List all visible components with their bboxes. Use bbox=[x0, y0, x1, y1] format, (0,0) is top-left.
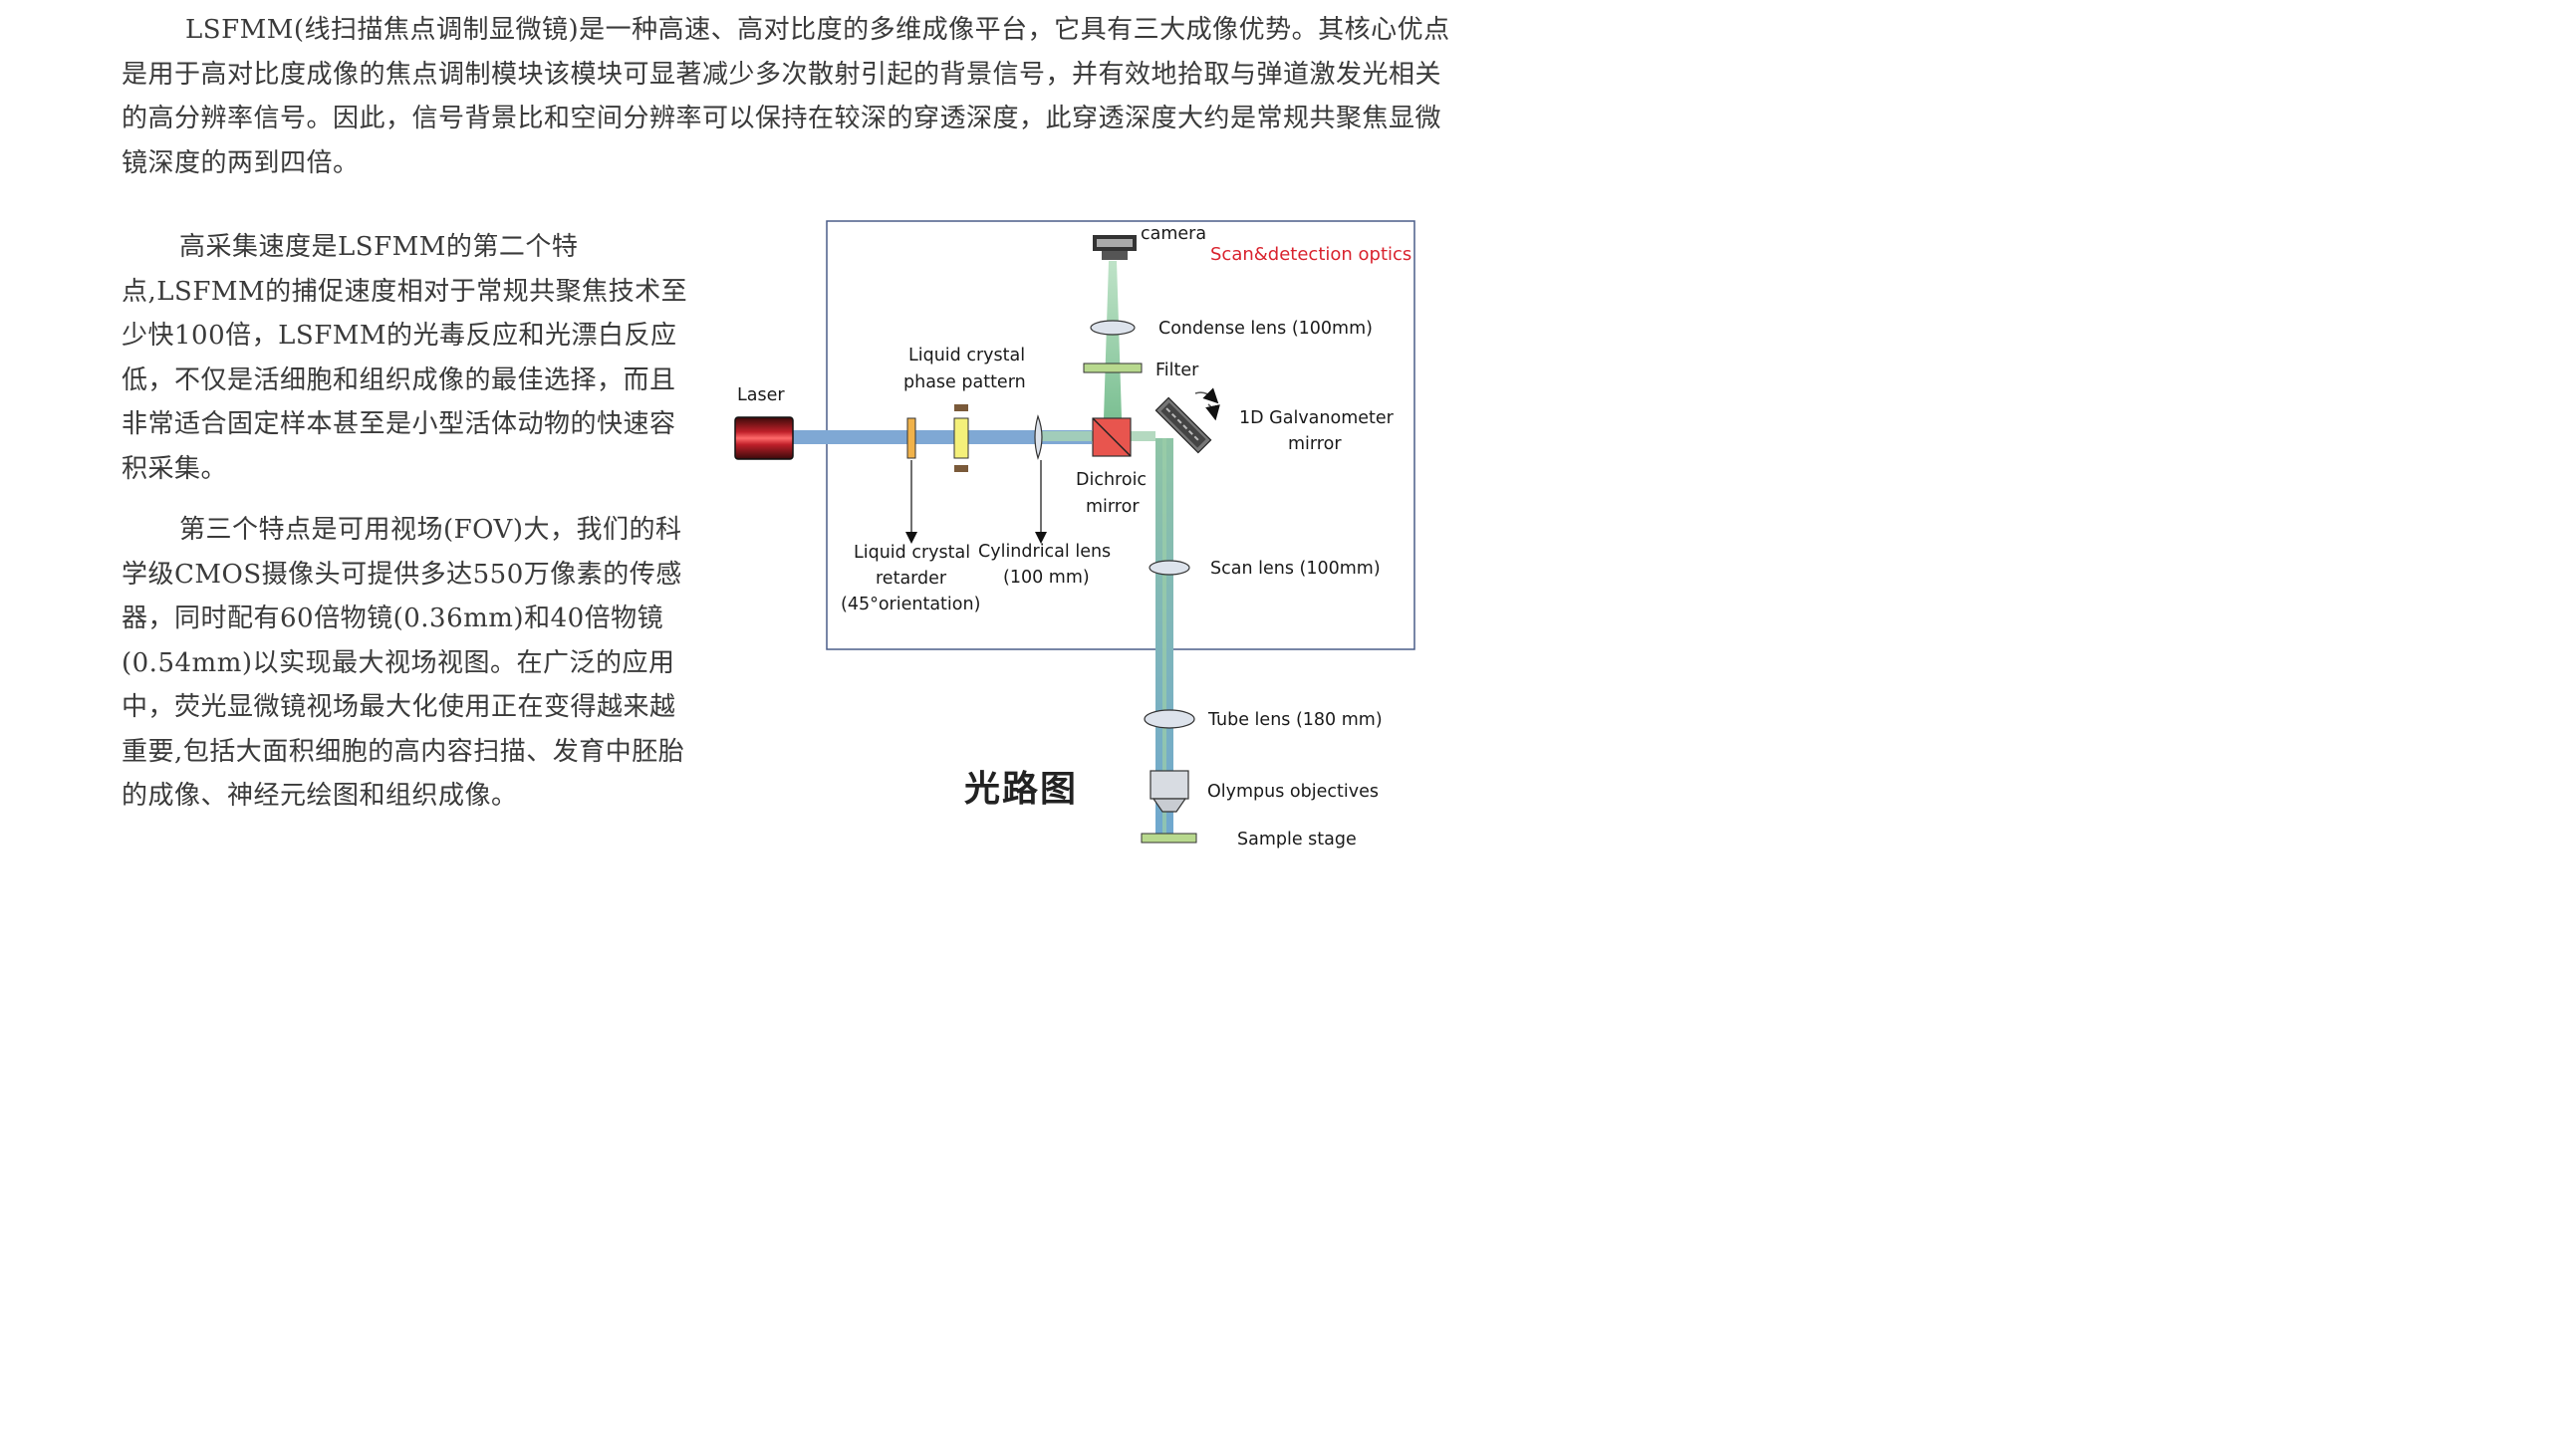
lc-phase-pattern bbox=[953, 404, 969, 472]
lc-retarder bbox=[906, 417, 916, 459]
cylindrical-lens bbox=[1034, 414, 1043, 460]
dichroic-label-1: Dichroic bbox=[1076, 470, 1147, 490]
laser-label: Laser bbox=[737, 385, 785, 405]
diagram-caption: 光路图 bbox=[964, 769, 1079, 810]
lc-retarder-label-2: retarder bbox=[876, 569, 947, 589]
dichroic-label-2: mirror bbox=[1086, 497, 1140, 517]
lc-phase-label-1: Liquid crystal bbox=[908, 346, 1025, 365]
galvo-label-1: 1D Galvanometer bbox=[1239, 408, 1395, 428]
galvo-label-2: mirror bbox=[1288, 434, 1342, 454]
scan-lens bbox=[1149, 560, 1190, 576]
lc-retarder-label-3: (45°orientation) bbox=[841, 595, 980, 614]
galvanometer-mirror bbox=[1154, 396, 1212, 454]
feature-two-paragraph: 高采集速度是LSFMM的第二个特点,LSFMM的捕促速度相对于常规共聚焦技术至少… bbox=[122, 232, 688, 484]
dichroic-mirror bbox=[1092, 417, 1132, 457]
objectives-label: Olympus objectives bbox=[1207, 782, 1379, 802]
intro-paragraph: LSFMM(线扫描焦点调制显微镜)是一种高速、高对比度的多维成像平台，它具有三大… bbox=[122, 15, 1450, 178]
lc-phase-label-2: phase pattern bbox=[903, 372, 1026, 392]
tube-lens bbox=[1144, 709, 1195, 729]
condense-lens bbox=[1090, 320, 1136, 336]
sample-stage-label: Sample stage bbox=[1237, 830, 1357, 849]
laser-source bbox=[734, 416, 794, 460]
scan-lens-label: Scan lens (100mm) bbox=[1210, 559, 1381, 579]
laser-beam bbox=[793, 430, 1092, 444]
tube-lens-label: Tube lens (180 mm) bbox=[1207, 710, 1383, 730]
box-title: Scan&detection optics bbox=[1210, 244, 1411, 265]
sample-stage bbox=[1141, 833, 1197, 844]
filter bbox=[1083, 363, 1143, 373]
detection-beam bbox=[1104, 261, 1122, 418]
filter-label: Filter bbox=[1155, 361, 1199, 380]
cyl-lens-label-1: Cylindrical lens bbox=[978, 542, 1111, 562]
rotation-arrows-icon bbox=[1194, 387, 1220, 421]
lc-retarder-label-1: Liquid crystal bbox=[854, 543, 970, 563]
cyl-lens-label-2: (100 mm) bbox=[1003, 568, 1090, 588]
camera-icon bbox=[1093, 235, 1137, 260]
objective-lens bbox=[1150, 770, 1189, 813]
optical-path-diagram: Scan&detection optics camera Condense le… bbox=[734, 220, 1415, 849]
condense-lens-label: Condense lens (100mm) bbox=[1158, 319, 1373, 339]
feature-three-paragraph: 第三个特点是可用视场(FOV)大，我们的科学级CMOS摄像头可提供多达550万像… bbox=[122, 515, 685, 811]
camera-label: camera bbox=[1141, 224, 1206, 244]
